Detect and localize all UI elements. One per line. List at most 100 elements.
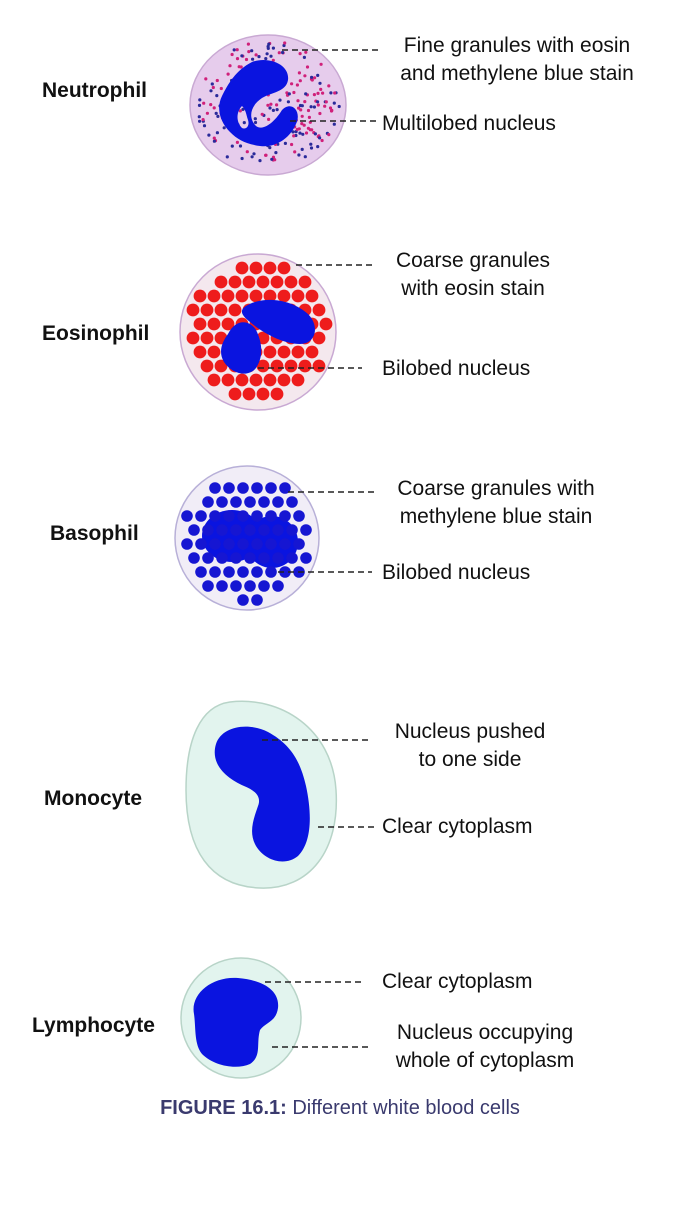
eosin-granule [221, 373, 235, 387]
eosin-granule [256, 275, 270, 289]
fine-granule [312, 105, 316, 109]
eosin-granule [291, 345, 305, 359]
eosin-granule [228, 303, 242, 317]
fine-granule [301, 132, 305, 136]
eosin-granule [291, 373, 305, 387]
fine-granule [215, 78, 219, 83]
fine-granule [290, 142, 294, 147]
eosin-granule [242, 275, 256, 289]
label-line: Coarse granules [395, 249, 551, 272]
basophil-granule [216, 580, 228, 592]
fine-granule [240, 54, 244, 58]
cell-name-basophil: Basophil [50, 522, 139, 545]
fine-granule [328, 106, 333, 110]
fine-granule [235, 140, 239, 144]
eosin-granule [207, 317, 221, 331]
fine-granule [273, 158, 277, 162]
basophil-granule [272, 524, 284, 536]
fine-granule [300, 104, 304, 108]
fine-granule [304, 131, 309, 135]
fine-granule [226, 72, 230, 76]
fine-granule [201, 118, 205, 122]
eosin-granule [284, 275, 298, 289]
fine-granule [304, 50, 308, 54]
fine-granule [300, 147, 304, 151]
eosin-granule [312, 303, 326, 317]
fine-granule [309, 146, 314, 150]
fine-granule [197, 115, 201, 119]
fine-granule [244, 57, 249, 62]
fine-granule [264, 153, 268, 157]
fine-granule [292, 90, 296, 95]
fine-granule [287, 92, 291, 96]
fine-granule [250, 49, 254, 53]
basophil-granule [244, 524, 256, 536]
fine-granule [252, 152, 256, 156]
neutrophil-nucleus [219, 60, 298, 147]
eosin-granule [186, 331, 200, 345]
basophil-granule [300, 524, 312, 536]
basophil-granule [258, 524, 270, 536]
eosin-granule [263, 373, 277, 387]
fine-granule [316, 91, 320, 95]
basophil-granule [223, 538, 235, 550]
eosin-granule [193, 289, 207, 303]
fine-granule [267, 42, 271, 46]
fine-granule [309, 105, 313, 109]
eosin-granule [277, 289, 291, 303]
fine-granule [308, 128, 312, 132]
fine-granule [300, 122, 304, 126]
basophil-granule [279, 538, 291, 550]
basophil-granule [258, 552, 270, 564]
eosin-granule [263, 289, 277, 303]
eosin-granule [270, 387, 284, 401]
label-line: and methylene blue stain [400, 62, 634, 85]
basophil-granule [223, 566, 235, 578]
eosin-granule [235, 373, 249, 387]
basophil-granule [244, 496, 256, 508]
fine-granule [285, 91, 289, 95]
fine-granule [313, 76, 317, 80]
fine-granule [235, 57, 240, 61]
eosinophil-nucleus-lobe-1 [241, 299, 315, 344]
eosinophil-nucleus-label: Bilobed nucleus [382, 355, 530, 383]
basophil-granule [216, 524, 228, 536]
fine-granule [241, 107, 245, 111]
basophil-granule [209, 538, 221, 550]
fine-granule [297, 71, 301, 75]
fine-granule [238, 109, 242, 113]
eosin-granule [256, 359, 270, 373]
basophil-granule [223, 510, 235, 522]
basophil-granule [251, 538, 263, 550]
basophil-granule [202, 496, 214, 508]
basophil-granule [279, 510, 291, 522]
basophil-granule [272, 496, 284, 508]
basophil-granule [195, 566, 207, 578]
eosin-granule [193, 317, 207, 331]
basophil-granule [279, 566, 291, 578]
basophil-granule [202, 524, 214, 536]
fine-granule [327, 84, 331, 88]
fine-granule [329, 91, 333, 95]
fine-granule [316, 103, 320, 107]
fine-granule [202, 101, 206, 105]
eosin-granule [284, 359, 298, 373]
fine-granule [292, 134, 296, 138]
fine-granule [258, 159, 262, 163]
fine-granule [282, 43, 286, 48]
fine-granule [269, 102, 273, 106]
neutrophil-cell [189, 34, 347, 176]
fine-granule [230, 52, 234, 57]
label-line: Coarse granules with [397, 477, 595, 500]
fine-granule [257, 55, 261, 59]
fine-granule [298, 52, 302, 56]
fine-granule [271, 58, 275, 62]
fine-granule [298, 131, 302, 135]
fine-granule [230, 144, 234, 148]
label-line: Bilobed nucleus [382, 357, 531, 380]
fine-granule [324, 100, 328, 104]
eosin-granule [277, 373, 291, 387]
eosin-granule [235, 261, 249, 275]
fine-granule [205, 111, 209, 115]
